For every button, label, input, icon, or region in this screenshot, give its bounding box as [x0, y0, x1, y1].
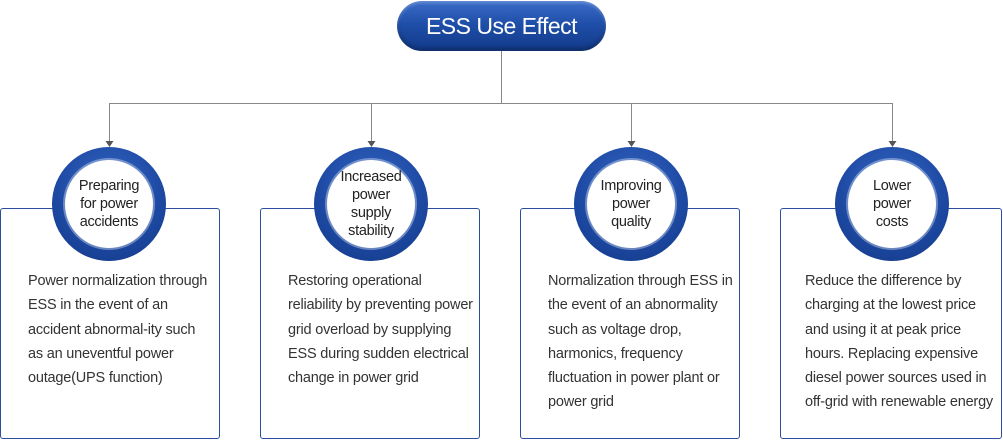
effect-badge-accidents: Preparing for power accidents: [52, 147, 166, 261]
effect-heading: Preparing for power accidents: [78, 178, 140, 230]
diagram-title: ESS Use Effect: [397, 1, 606, 51]
effect-badge-costs: Lower power costs: [835, 147, 949, 261]
badge-inner: Improving power quality: [587, 160, 675, 248]
effect-description: Power normalization through ESS in the e…: [28, 273, 208, 387]
effect-heading: Increased power supply stability: [340, 169, 402, 239]
effect-badge-quality: Improving power quality: [574, 147, 688, 261]
diagram-title-text: ESS Use Effect: [425, 12, 578, 39]
effect-card-stability: Restoring operational reliability by pre…: [260, 208, 480, 439]
effect-heading: Improving power quality: [600, 178, 662, 230]
badge-inner: Increased power supply stability: [327, 160, 415, 248]
badge-inner: Lower power costs: [848, 160, 936, 248]
effect-description: Normalization through ESS in the event o…: [548, 273, 733, 411]
effect-description: Reduce the difference by charging at the…: [805, 273, 993, 411]
effect-description: Restoring operational reliability by pre…: [288, 273, 473, 387]
badge-inner: Preparing for power accidents: [65, 160, 153, 248]
effect-heading: Lower power costs: [873, 178, 911, 230]
arrow-head-3: [627, 141, 636, 147]
arrow-head-2: [367, 141, 376, 147]
effect-badge-stability: Increased power supply stability: [314, 147, 428, 261]
arrow-head-4: [888, 141, 897, 147]
arrow-head-1: [105, 141, 114, 147]
